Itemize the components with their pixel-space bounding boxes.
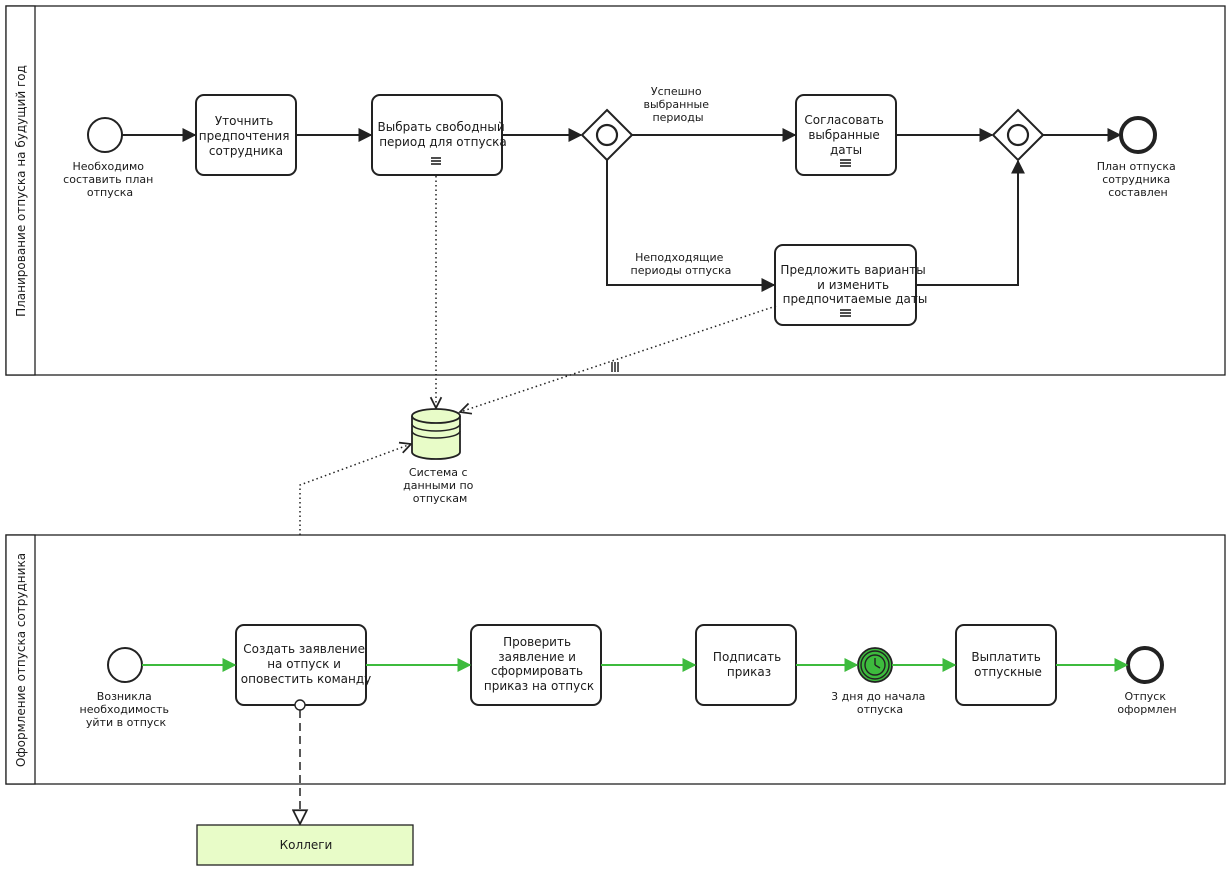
flow-label-success: Успешно выбранные периоды bbox=[643, 85, 712, 124]
end-event-plan-done-label: План отпуска сотрудника составлен bbox=[1097, 160, 1180, 199]
inclusive-gateway-icon bbox=[595, 123, 619, 147]
pool-top-label: Планирование отпуска на будущий год bbox=[14, 65, 28, 317]
svg-text:Проверить заявление и: Проверить заявление и сформировать прика… bbox=[484, 635, 594, 693]
task-pay-vacation[interactable]: Выплатить отпускные bbox=[955, 624, 1057, 706]
timer-event-3-days[interactable] bbox=[857, 647, 893, 683]
task-clarify-preferences[interactable]: Уточнить предпочтения сотрудника bbox=[195, 94, 297, 176]
multi-instance-icon bbox=[840, 309, 851, 317]
multi-instance-marker bbox=[611, 362, 619, 372]
svg-text:Выбрать свободный период: Выбрать свободный период для отпуска bbox=[378, 120, 509, 149]
pool-bottom-label: Оформление отпуска сотрудника bbox=[14, 553, 28, 767]
svg-text:Подписать приказ: Подписать приказ bbox=[713, 650, 785, 679]
svg-text:Предложить варианты и из: Предложить варианты и изменить предпочит… bbox=[780, 263, 929, 306]
task-check-application[interactable]: Проверить заявление и сформировать прика… bbox=[470, 624, 602, 706]
start-event-vacation-needed-label: Возникла необходимость уйти в отпуск bbox=[80, 690, 173, 729]
end-event-vacation-done[interactable] bbox=[1126, 646, 1164, 684]
sequence-flows-top bbox=[122, 128, 1122, 292]
svg-text:Согласовать выбранные: Согласовать выбранные даты bbox=[804, 113, 887, 157]
svg-text:Создать заявление на отп: Создать заявление на отпуск и оповестить… bbox=[241, 642, 372, 686]
datastore-label: Система с данными по отпускам bbox=[403, 466, 477, 505]
pool-vacation-processing: Оформление отпуска сотрудника bbox=[5, 534, 1226, 785]
task-create-application[interactable]: Создать заявление на отпуск и оповестить… bbox=[235, 624, 372, 706]
clock-icon bbox=[864, 654, 886, 676]
inclusive-gateway-merge[interactable] bbox=[991, 108, 1045, 162]
multi-instance-icon bbox=[431, 157, 441, 165]
end-event-vacation-done-label: Отпуск оформлен bbox=[1117, 690, 1176, 716]
task-propose-options[interactable]: Предложить варианты и изменить предпочит… bbox=[774, 244, 930, 326]
database-icon bbox=[411, 408, 461, 460]
pool-vacation-planning: Планирование отпуска на будущий год bbox=[5, 5, 1226, 376]
start-event-vacation-needed[interactable] bbox=[107, 647, 143, 683]
start-event-plan-needed-label: Необходимо составить план отпуска bbox=[63, 160, 157, 199]
svg-text:Выплатить отпускные: Выплатить отпускные bbox=[971, 650, 1044, 679]
colleagues-label: Коллеги bbox=[280, 838, 333, 852]
pool-colleagues[interactable]: Коллеги bbox=[196, 824, 414, 866]
end-event-plan-done[interactable] bbox=[1119, 116, 1157, 154]
start-event-plan-needed[interactable] bbox=[87, 117, 123, 153]
multi-instance-icon bbox=[840, 159, 851, 167]
task-agree-dates[interactable]: Согласовать выбранные даты bbox=[795, 94, 897, 176]
datastore-vacation-system[interactable] bbox=[411, 408, 461, 460]
task-choose-free-period[interactable]: Выбрать свободный период для отпуска bbox=[371, 94, 509, 176]
timer-event-label: 3 дня до начала отпуска bbox=[831, 690, 929, 716]
task-sign-order[interactable]: Подписать приказ bbox=[695, 624, 797, 706]
svg-text:Уточнить предпочтения: Уточнить предпочтения сотрудника bbox=[199, 114, 293, 158]
flow-label-unsuitable: Неподходящие периоды отпуска bbox=[631, 251, 732, 277]
inclusive-gateway-icon bbox=[1006, 123, 1030, 147]
data-associations bbox=[299, 176, 777, 625]
message-flow-to-colleagues bbox=[295, 699, 305, 824]
